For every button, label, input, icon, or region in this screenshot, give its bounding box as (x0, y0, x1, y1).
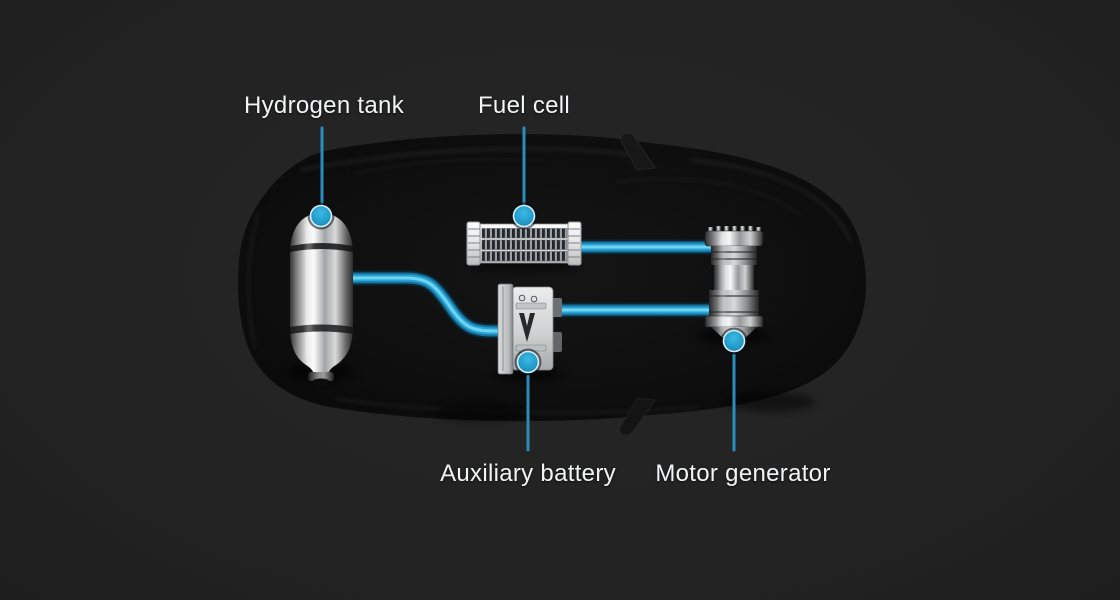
label-hydrogen-tank: Hydrogen tank (244, 92, 404, 119)
label-motor-generator: Motor generator (655, 460, 831, 487)
marker-dots (307, 202, 748, 376)
leader-lines (320, 126, 736, 452)
fuel-cell-stack-rows (481, 228, 568, 262)
wheel-hint (435, 403, 525, 421)
dot-motor-generator (720, 327, 748, 355)
pipes (336, 239, 724, 339)
side-mirror-bottom-icon (619, 397, 656, 436)
pipe-tank-to-battery (336, 270, 516, 339)
fuel-cell-endplates (466, 221, 582, 266)
label-fuel-cell: Fuel cell (477, 92, 571, 119)
side-mirror-top-icon (620, 132, 656, 171)
car-silhouette (237, 132, 867, 436)
battery-v-emblem (519, 313, 535, 342)
dot-fuel-cell (510, 202, 538, 230)
motor-top-serration (708, 226, 761, 234)
hydrogen-tank-illustration (287, 213, 355, 386)
label-auxiliary-battery: Auxiliary battery (440, 460, 616, 487)
motor-generator-illustration (698, 226, 770, 345)
dot-hydrogen-tank (307, 202, 335, 230)
wheel-hint (725, 393, 815, 411)
dot-auxiliary-battery (514, 348, 542, 376)
fuel-cell-illustration (466, 221, 582, 272)
